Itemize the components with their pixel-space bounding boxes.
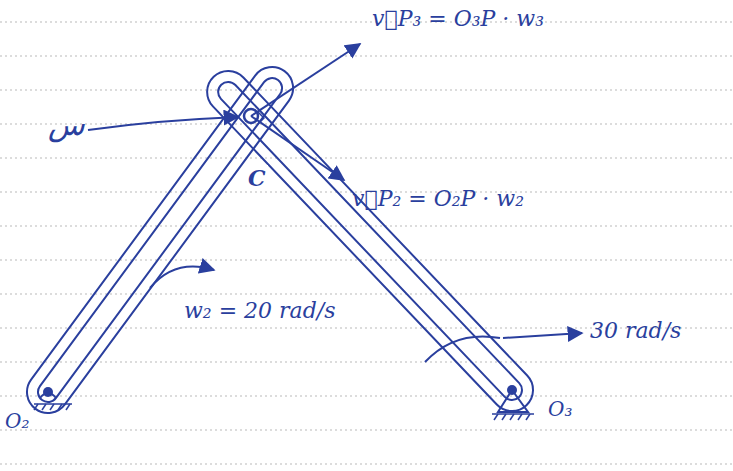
pivot-label: O₂	[5, 409, 29, 433]
rotation-arrow	[150, 267, 214, 288]
label-holder: v⃗P₂ = O₂P · w₂	[352, 186, 524, 211]
velocity-label: v⃗P₃ = O₃P · w₃	[372, 6, 544, 31]
paper-lines	[0, 22, 733, 464]
label-holder: O₂	[5, 410, 29, 433]
angular-velocity-label: 30 rad/s	[590, 318, 681, 343]
ground-hatch	[492, 414, 534, 420]
point-label: C	[246, 165, 268, 191]
ground-hatch	[34, 404, 72, 410]
link-slot	[214, 78, 526, 404]
pivot-support	[498, 390, 528, 412]
slotted-link	[198, 62, 541, 419]
velocity-label: v⃗P₂ = O₂P · w₂	[352, 186, 524, 211]
leader-arrow	[503, 333, 582, 338]
pivot-label: O₃	[548, 397, 572, 421]
pointer-arrow	[88, 117, 238, 130]
rotation-arrow	[425, 336, 500, 362]
label-holder: س	[48, 108, 85, 143]
label-holder: w₂ = 20 rad/s	[184, 298, 335, 323]
label-holder: 30 rad/s	[590, 318, 681, 343]
angular-velocity-label: w₂ = 20 rad/s	[184, 298, 335, 323]
slotted-link	[19, 59, 302, 422]
label-holder: v⃗P₃ = O₃P · w₃	[372, 6, 544, 31]
link-outline	[198, 62, 541, 419]
label-holder: O₃	[548, 398, 572, 421]
label-holder: C	[246, 166, 268, 191]
link-outline	[19, 59, 302, 422]
velocity-vector	[251, 44, 360, 116]
pivot-bracket	[40, 393, 56, 398]
link-slot	[34, 74, 286, 406]
pointer-label: س	[48, 107, 85, 142]
